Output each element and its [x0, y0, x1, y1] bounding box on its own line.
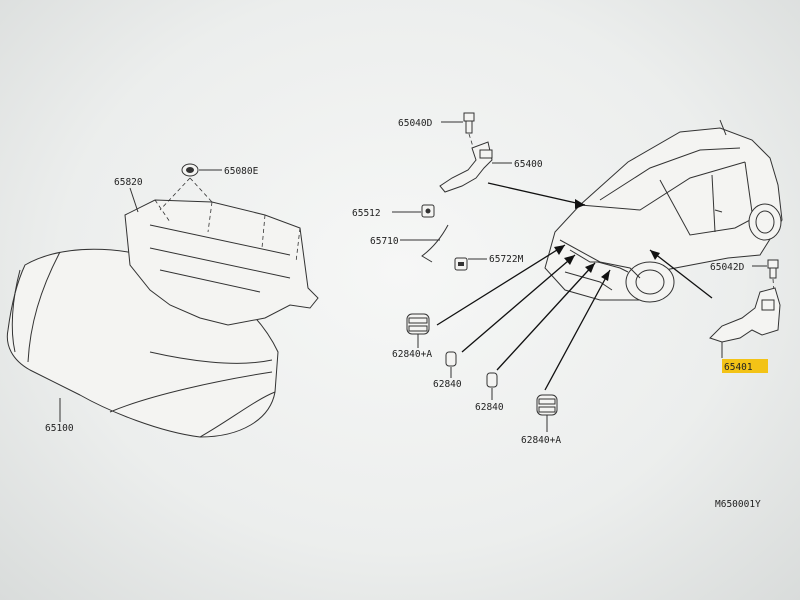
- label-65401: 65401: [724, 362, 753, 373]
- label-62840-mid: 62840: [475, 402, 504, 413]
- hood-insulator: [124, 177, 319, 326]
- label-62840a-left: 62840+A: [392, 349, 432, 360]
- highlight-65401: [722, 359, 768, 373]
- label-62840a-right: 62840+A: [521, 435, 561, 446]
- label-65710: 65710: [370, 236, 399, 247]
- label-62840-left: 62840: [433, 379, 462, 390]
- dash-65040d: [468, 133, 475, 151]
- label-65400: 65400: [514, 159, 543, 170]
- part-65722m: [454, 257, 468, 271]
- diagram-id: M650001Y: [715, 499, 761, 510]
- hood-hinge-65400: [439, 141, 493, 193]
- bolt-65042d: [767, 259, 779, 279]
- leader-65820: [129, 187, 139, 213]
- bumper-62840-left: [445, 351, 457, 367]
- label-65042d: 65042D: [710, 262, 745, 273]
- label-65100: 65100: [45, 423, 74, 434]
- label-65512: 65512: [352, 208, 381, 219]
- bumper-62840-mid: [486, 372, 498, 388]
- pointer-arrows: [436, 182, 713, 391]
- label-65820: 65820: [114, 177, 143, 188]
- bumper-62840a-left: [406, 313, 430, 335]
- hood-hinge-65401: [709, 287, 781, 343]
- clip-65080e: [181, 163, 199, 177]
- label-65722m: 65722M: [489, 254, 524, 265]
- label-65080e: 65080E: [224, 166, 259, 177]
- hood-rod-65710: [421, 224, 449, 263]
- car-illustration: [544, 119, 783, 303]
- bolt-65040d: [463, 112, 475, 134]
- bumper-62840a-right: [536, 394, 558, 416]
- part-65512: [421, 204, 435, 218]
- label-65040d: 65040D: [398, 118, 433, 129]
